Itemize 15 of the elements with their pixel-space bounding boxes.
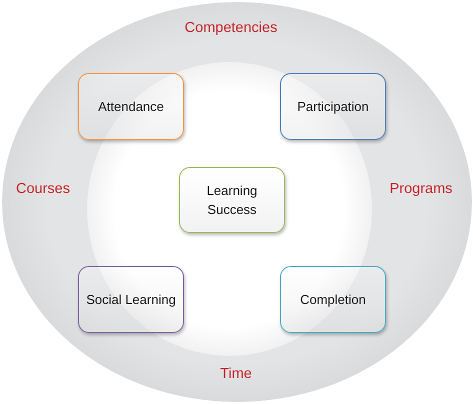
box-label: Learning Success <box>206 182 258 219</box>
ring-label: Competencies <box>184 20 278 36</box>
rounded-box <box>179 167 285 233</box>
ring-label: Programs <box>390 181 452 197</box>
box-label: Completion <box>299 291 367 309</box>
rounded-box <box>78 73 184 140</box>
inner-circle <box>87 62 372 356</box>
rounded-box <box>280 73 386 140</box>
rounded-box <box>280 266 386 333</box>
rounded-box <box>78 266 184 333</box>
box-label: Participation <box>296 98 370 116</box>
box-label: Social Learning <box>85 291 177 309</box>
ring-label: Time <box>220 366 252 382</box>
box-label: Attendance <box>97 98 165 116</box>
ring-label: Courses <box>16 181 70 197</box>
